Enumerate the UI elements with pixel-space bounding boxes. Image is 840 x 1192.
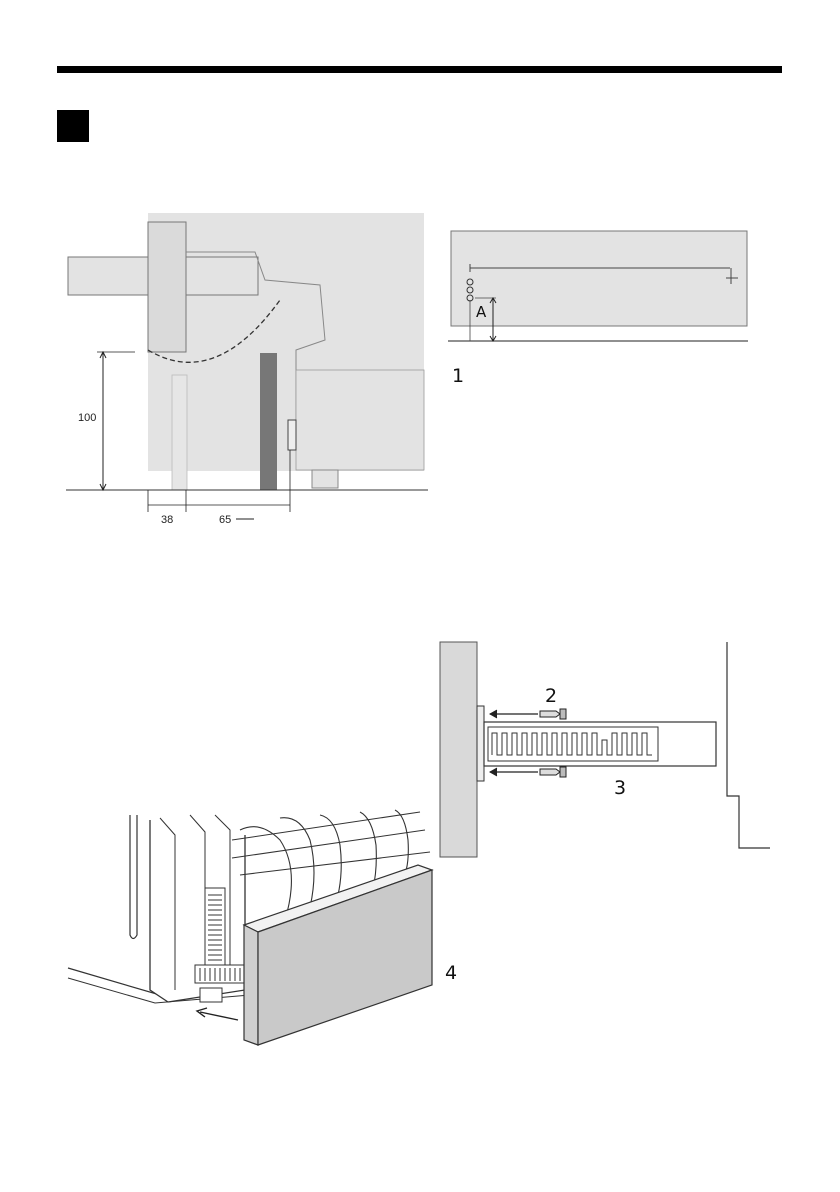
appliance-outline	[727, 642, 770, 848]
plinth-section-figure: 100 38 65	[66, 213, 428, 526]
depth-dimension-label: 65	[219, 514, 231, 526]
mounting-plate	[477, 706, 484, 781]
cabinet-side-wall	[440, 642, 477, 857]
plinth-panel	[451, 231, 747, 326]
height-dimension-label: 100	[78, 412, 96, 424]
rail-screw-figure: 2 3	[440, 642, 770, 857]
door-edge	[130, 815, 137, 939]
distance-a-label: A	[476, 303, 487, 321]
bracket	[288, 420, 296, 450]
step-1-label: 1	[452, 365, 464, 387]
plinth-front	[172, 375, 187, 490]
plinth-board-edge	[244, 925, 258, 1045]
step-4-label: 4	[445, 962, 457, 984]
plinth-fit-figure: 4	[68, 810, 457, 1045]
gap-dimension-label: 38	[161, 514, 173, 526]
step-3-label: 3	[614, 777, 626, 799]
screw-icon	[540, 769, 560, 775]
foot	[312, 470, 338, 488]
door-panel	[148, 222, 186, 352]
screw-icon	[540, 711, 560, 717]
step-2-label: 2	[545, 685, 557, 707]
plinth-panel-figure: A 1	[448, 231, 748, 387]
plinth-rear	[260, 353, 277, 490]
